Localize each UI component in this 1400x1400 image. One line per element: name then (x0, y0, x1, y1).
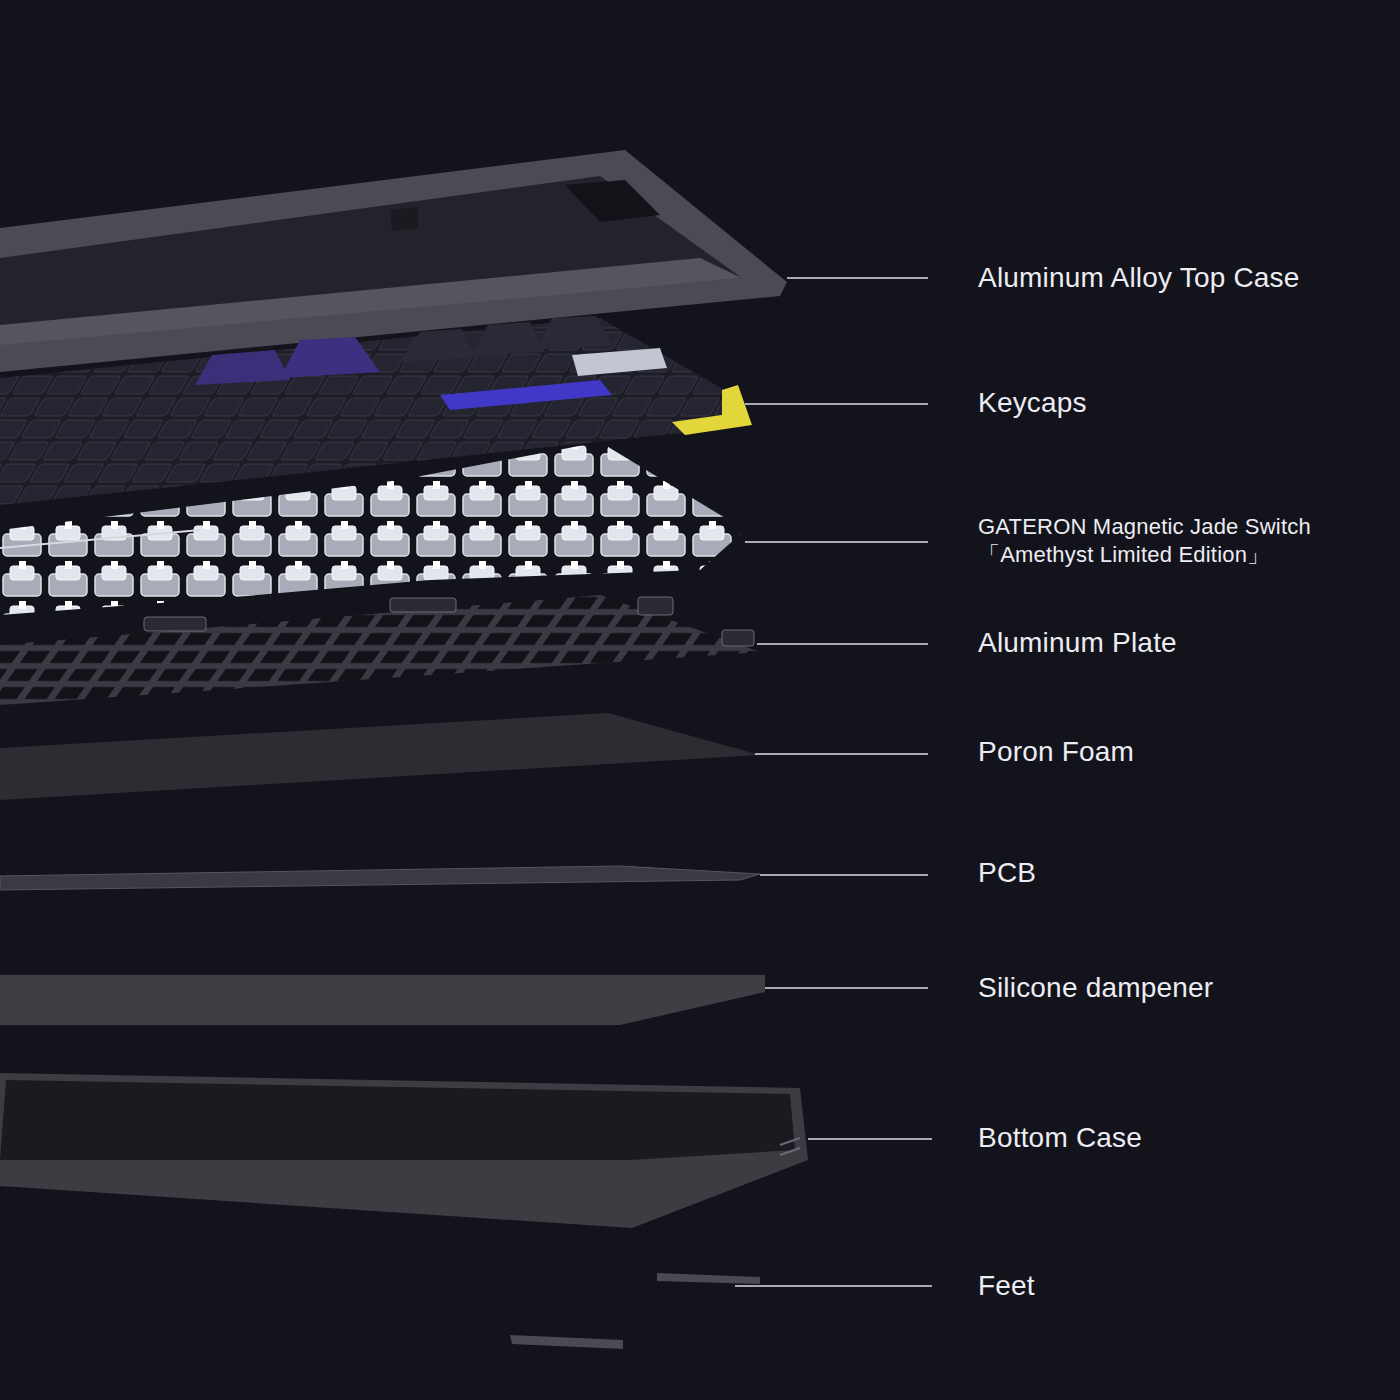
purple-keycap (440, 380, 612, 410)
plate-slot (390, 598, 456, 612)
plate (0, 595, 760, 705)
poron-foam (0, 713, 760, 800)
leader-line (787, 277, 928, 278)
plate-slot (722, 630, 754, 646)
clear-keycap (572, 348, 667, 376)
leader-line (735, 1285, 932, 1286)
part-label: Keycaps (978, 386, 1087, 420)
top-case-notch (390, 207, 418, 231)
leader-line (745, 541, 928, 542)
bottom-case (0, 1073, 808, 1228)
leader-line (745, 403, 928, 404)
aluminum-plate (0, 595, 760, 705)
pcb (0, 866, 760, 890)
part-label: Poron Foam (978, 735, 1134, 769)
leader-line (757, 643, 928, 644)
foot (657, 1273, 760, 1284)
keycap (400, 329, 475, 362)
top-case-notch (565, 180, 660, 222)
leader-line (760, 874, 928, 875)
vent (780, 1148, 800, 1155)
keycap (470, 322, 545, 356)
leader-line (808, 1138, 932, 1139)
switch-array (0, 442, 745, 615)
part-label: Silicone dampener (978, 971, 1213, 1005)
plate-slot (638, 597, 673, 615)
plate-slot (144, 617, 206, 631)
bottom-case-shell (0, 1073, 808, 1228)
bottom-case-inside (0, 1080, 795, 1160)
keycap (535, 316, 612, 350)
part-label: Aluminum Plate (978, 626, 1177, 660)
part-label: 「Amethyst Limited Edition」 (978, 542, 1269, 568)
part-label: Feet (978, 1269, 1035, 1303)
leader-line (755, 753, 928, 754)
part-label: Aluminum Alloy Top Case (978, 261, 1300, 295)
part-label: PCB (978, 856, 1036, 890)
top-case-bar (0, 258, 742, 345)
foot (510, 1335, 623, 1349)
purple-keycap (280, 337, 380, 378)
vent (780, 1138, 800, 1145)
stabilizer-wire (0, 530, 200, 548)
yellow-keycap (672, 385, 752, 435)
leader-line (765, 987, 928, 988)
leader-lines (735, 278, 932, 1286)
purple-keycap (195, 350, 290, 385)
part-label: Bottom Case (978, 1121, 1142, 1155)
switches (0, 442, 745, 615)
silicone-dampener (0, 975, 765, 1025)
part-label: GATERON Magnetic Jade Switch (978, 514, 1311, 540)
